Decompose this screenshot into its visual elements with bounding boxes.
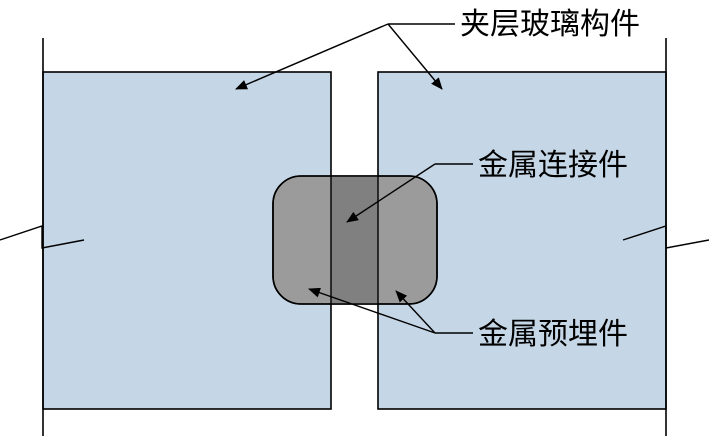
arrow-embedded-left	[308, 287, 436, 334]
arrow-embedded-right	[395, 290, 436, 334]
right-break-symbol	[622, 225, 709, 249]
arrow-glass-left	[235, 23, 389, 90]
label-metal-embedded: 金属预埋件	[478, 317, 628, 352]
arrow-connector	[346, 163, 436, 223]
metal-connector-part	[331, 176, 378, 304]
label-laminated-glass: 夹层玻璃构件	[460, 7, 640, 42]
label-metal-connector: 金属连接件	[478, 148, 628, 183]
arrow-glass-right	[387, 23, 443, 90]
metal-assembly	[272, 175, 438, 305]
left-break-symbol	[0, 225, 85, 249]
